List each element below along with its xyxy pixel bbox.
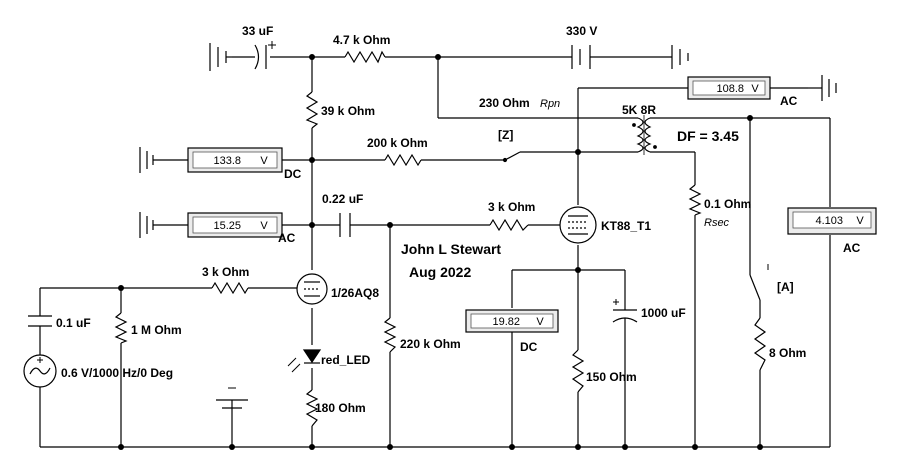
label-source: 0.6 V/1000 Hz/0 Deg: [61, 366, 173, 380]
resistor-180: [305, 389, 319, 427]
capacitor-33uF: [254, 41, 276, 70]
meter-output-unit: V: [856, 215, 864, 227]
label-0.1ohm: 0.1 Ohm: [704, 197, 751, 211]
led-red: [287, 349, 322, 373]
resistor-1M: [114, 312, 128, 344]
meter-output: 4.103 V AC: [787, 207, 877, 255]
supply-battery: [571, 45, 591, 69]
author-name: John L Stewart: [401, 241, 501, 257]
label-220k: 220 k Ohm: [400, 337, 461, 351]
label-150: 150 Ohm: [586, 370, 637, 384]
meter-driver-mode: AC: [278, 231, 296, 245]
wires: [39, 56, 831, 448]
resistor-220k: [383, 317, 397, 353]
meter-output-value: 4.103: [815, 215, 843, 227]
output-transformer: [632, 115, 657, 155]
label-0.1uF: 0.1 uF: [56, 316, 91, 330]
label-transformer: 5K 8R: [622, 103, 656, 117]
label-rpn: Rpn: [540, 98, 560, 110]
ground-symbol-plate-meter: [808, 75, 837, 101]
meter-b-plus-mode: DC: [284, 167, 302, 181]
label-8ohm: 8 Ohm: [769, 346, 806, 360]
label-kt88: KT88_T1: [601, 219, 651, 233]
meter-b-plus-value: 133.8: [213, 155, 241, 167]
author-date: Aug 2022: [409, 264, 471, 280]
label-0.22uF: 0.22 uF: [322, 192, 363, 206]
label-3k-grid: 3 k Ohm: [488, 200, 535, 214]
label-rsec: Rsec: [704, 217, 730, 229]
label-180: 180 Ohm: [315, 401, 366, 415]
label-z-switch: [Z]: [498, 128, 513, 142]
meter-plate-value: 108.8: [716, 83, 744, 95]
label-df: DF = 3.45: [677, 128, 739, 144]
meter-cathode-unit: V: [536, 316, 544, 328]
meter-b-plus: 133.8 V DC: [187, 147, 302, 181]
label-200k: 200 k Ohm: [367, 136, 428, 150]
resistor-150: [571, 349, 585, 393]
meter-output-mode: AC: [843, 241, 861, 255]
meter-plate-mode: AC: [780, 94, 798, 108]
tube-kt88: [559, 206, 597, 244]
resistor-200k: [384, 153, 422, 167]
tube-26aq8: [296, 273, 328, 305]
label-a-switch: [A]: [777, 280, 794, 294]
battery-ground-symbol: [216, 387, 248, 409]
meter-cathode: 19.82 V DC: [465, 309, 559, 354]
meter-cathode-value: 19.82: [492, 316, 520, 328]
resistor-4.7k: [344, 50, 386, 64]
resistor-8: [753, 317, 767, 371]
ground-symbol-b-plus-meter: [139, 147, 154, 173]
ac-source: [23, 354, 57, 388]
label-1M: 1 M Ohm: [131, 323, 182, 337]
label-39k: 39 k Ohm: [321, 104, 375, 118]
meter-plate: 108.8 V AC: [687, 76, 798, 108]
component-labels: 33 uF 4.7 k Ohm 330 V 39 k Ohm 230 Ohm R…: [56, 24, 806, 415]
ground-symbol-driver-meter: [139, 212, 154, 238]
meter-driver-value: 15.25: [213, 220, 241, 232]
resistor-3k-grid: [489, 218, 529, 232]
label-4.7k: 4.7 k Ohm: [333, 33, 390, 47]
junction-dots: [118, 54, 763, 450]
ground-symbol-top-right: [650, 45, 689, 69]
capacitor-0.22uF: [339, 213, 351, 237]
label-330V: 330 V: [566, 24, 597, 38]
label-1000uF: 1000 uF: [641, 306, 686, 320]
capacitor-0.1uF: [28, 315, 52, 327]
meter-plate-unit: V: [751, 83, 759, 95]
ground-symbol-top-left: [209, 43, 232, 71]
label-230ohm: 230 Ohm: [479, 96, 530, 110]
label-26aq8: 1/26AQ8: [331, 286, 379, 300]
meter-cathode-mode: DC: [520, 340, 538, 354]
meter-driver: 15.25 V AC: [187, 212, 296, 245]
meter-driver-unit: V: [260, 220, 268, 232]
meter-b-plus-unit: V: [260, 155, 268, 167]
resistor-39k: [305, 91, 319, 129]
switch-a: [749, 264, 769, 301]
switch-z: [502, 151, 521, 163]
label-33uF: 33 uF: [242, 24, 273, 38]
label-3k-input: 3 k Ohm: [202, 265, 249, 279]
capacitor-1000uF: [612, 299, 638, 323]
label-led: red_LED: [321, 353, 371, 367]
resistor-0.1: [688, 184, 702, 216]
resistor-3k-input: [211, 281, 249, 295]
